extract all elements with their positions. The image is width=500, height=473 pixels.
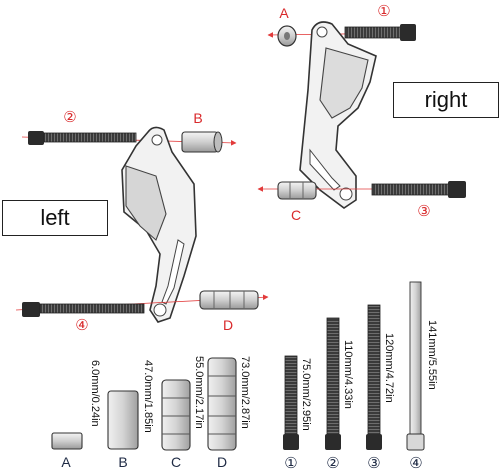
dim-spacer-d: 73.0mm/2.87in	[239, 356, 251, 429]
bolt-4-part	[406, 281, 425, 451]
part-label-a: A	[61, 454, 71, 470]
left-assembly	[15, 126, 269, 323]
part-label-c: C	[171, 454, 181, 470]
label-1-top: ①	[377, 3, 390, 20]
right-bracket-slot	[309, 148, 341, 191]
dim-bolt-3: 120mm/4.72in	[383, 333, 395, 403]
bolt-1-part	[283, 355, 299, 450]
bolt-3-right	[371, 181, 466, 198]
bolt-3-part	[366, 304, 382, 450]
spacer-b-part	[107, 390, 139, 450]
label-4-left: ④	[75, 317, 88, 334]
spacer-c-right	[277, 181, 317, 200]
left-side-label: left	[2, 200, 108, 236]
dim-spacer-c: 55.0mm/2.17in	[193, 356, 205, 429]
spacer-d-left	[199, 290, 259, 310]
spacer-a-part	[51, 432, 83, 450]
right-bracket-face	[319, 47, 369, 119]
part-label-4: ④	[409, 455, 422, 472]
bolt-1-right	[344, 24, 416, 41]
dim-bolt-2: 110mm/4.33in	[342, 340, 354, 409]
left-bracket-top-hole	[151, 134, 163, 146]
bolt-2-left	[28, 131, 137, 145]
label-3-right: ③	[417, 203, 430, 220]
part-label-d: D	[217, 454, 227, 470]
right-bracket-top-hole	[316, 26, 328, 38]
dim-bolt-1: 75.0mm/2.95in	[300, 358, 312, 431]
dim-spacer-b: 47.0mm/1.85in	[142, 360, 154, 433]
spacer-d-part	[207, 357, 237, 451]
label-a-top: A	[279, 5, 289, 21]
dim-bolt-4: 141mm/5.55in	[426, 320, 438, 390]
right-side-label: right	[393, 82, 499, 118]
left-bracket-slot	[161, 239, 185, 305]
bolt-4-left	[22, 302, 145, 317]
spacer-c-part	[161, 379, 191, 451]
label-2-left: ②	[63, 109, 76, 126]
label-b-left: B	[193, 110, 202, 126]
right-bracket-bottom-hole	[339, 187, 353, 201]
dim-spacer-a: 6.0mm/0.24in	[89, 360, 101, 427]
label-d-left: D	[223, 317, 233, 333]
part-label-b: B	[118, 454, 127, 470]
spacer-a-right-hole	[284, 32, 290, 40]
right-assembly	[257, 21, 466, 209]
part-label-1: ①	[284, 455, 297, 472]
bolt-2-part	[325, 317, 341, 450]
label-c-right: C	[291, 207, 301, 223]
spacer-b-left	[181, 131, 223, 153]
left-bracket-face	[125, 165, 167, 241]
part-label-2: ②	[326, 455, 339, 472]
left-bracket-bottom-hole	[153, 303, 167, 317]
part-label-3: ③	[367, 455, 380, 472]
